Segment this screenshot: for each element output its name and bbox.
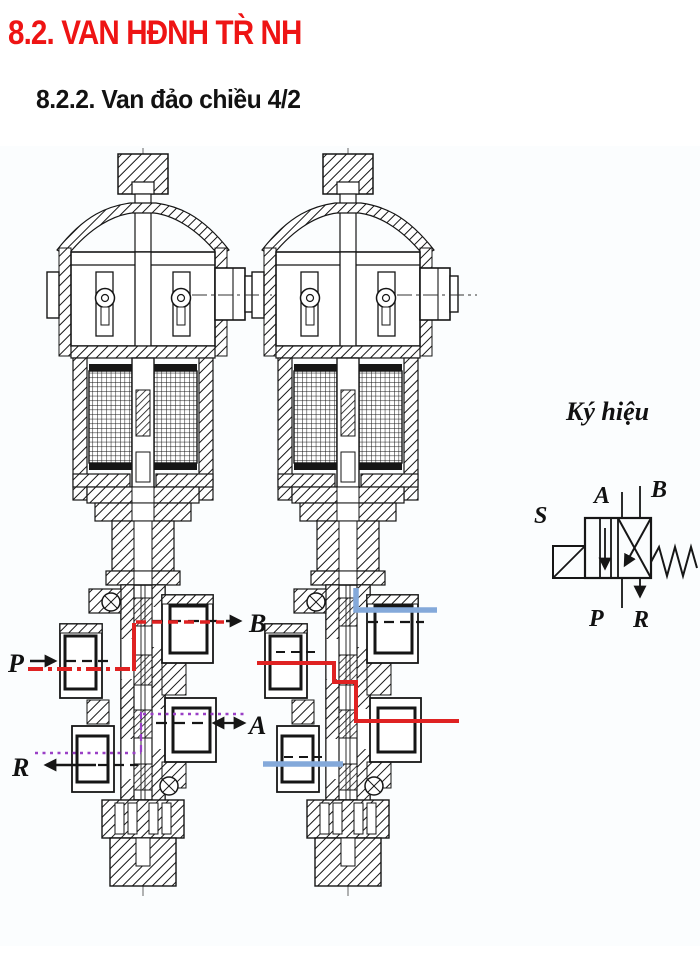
port-label-b: B [248,609,266,638]
page-subtitle: 8.2.2. Van đảo chiều 4/2 [36,84,301,114]
right-valve-annotations [257,588,459,767]
left-valve-annotations: P B A R [7,609,266,782]
port-label-p: P [7,649,25,678]
page-title: 8.2. VAN HĐNH TR̀ NH [8,14,302,52]
flow-path-p-to-a [257,661,459,723]
symbol-label-a: A [592,483,610,509]
symbol-label-b: B [650,477,667,503]
symbol-label-s: S [534,503,547,529]
flow-path-a-to-r [35,712,246,755]
symbol-label-r: R [632,607,649,633]
flow-path-b-exhaust [353,588,437,613]
port-label-a: A [247,711,266,740]
valve-symbol: Ký hiệu S A B P R [534,397,698,633]
symbol-label-p: P [588,606,604,632]
flow-path-p-to-b [28,620,224,671]
spring-icon [650,543,698,580]
symbol-caption: Ký hiệu [565,397,649,426]
port-label-r: R [11,753,29,782]
